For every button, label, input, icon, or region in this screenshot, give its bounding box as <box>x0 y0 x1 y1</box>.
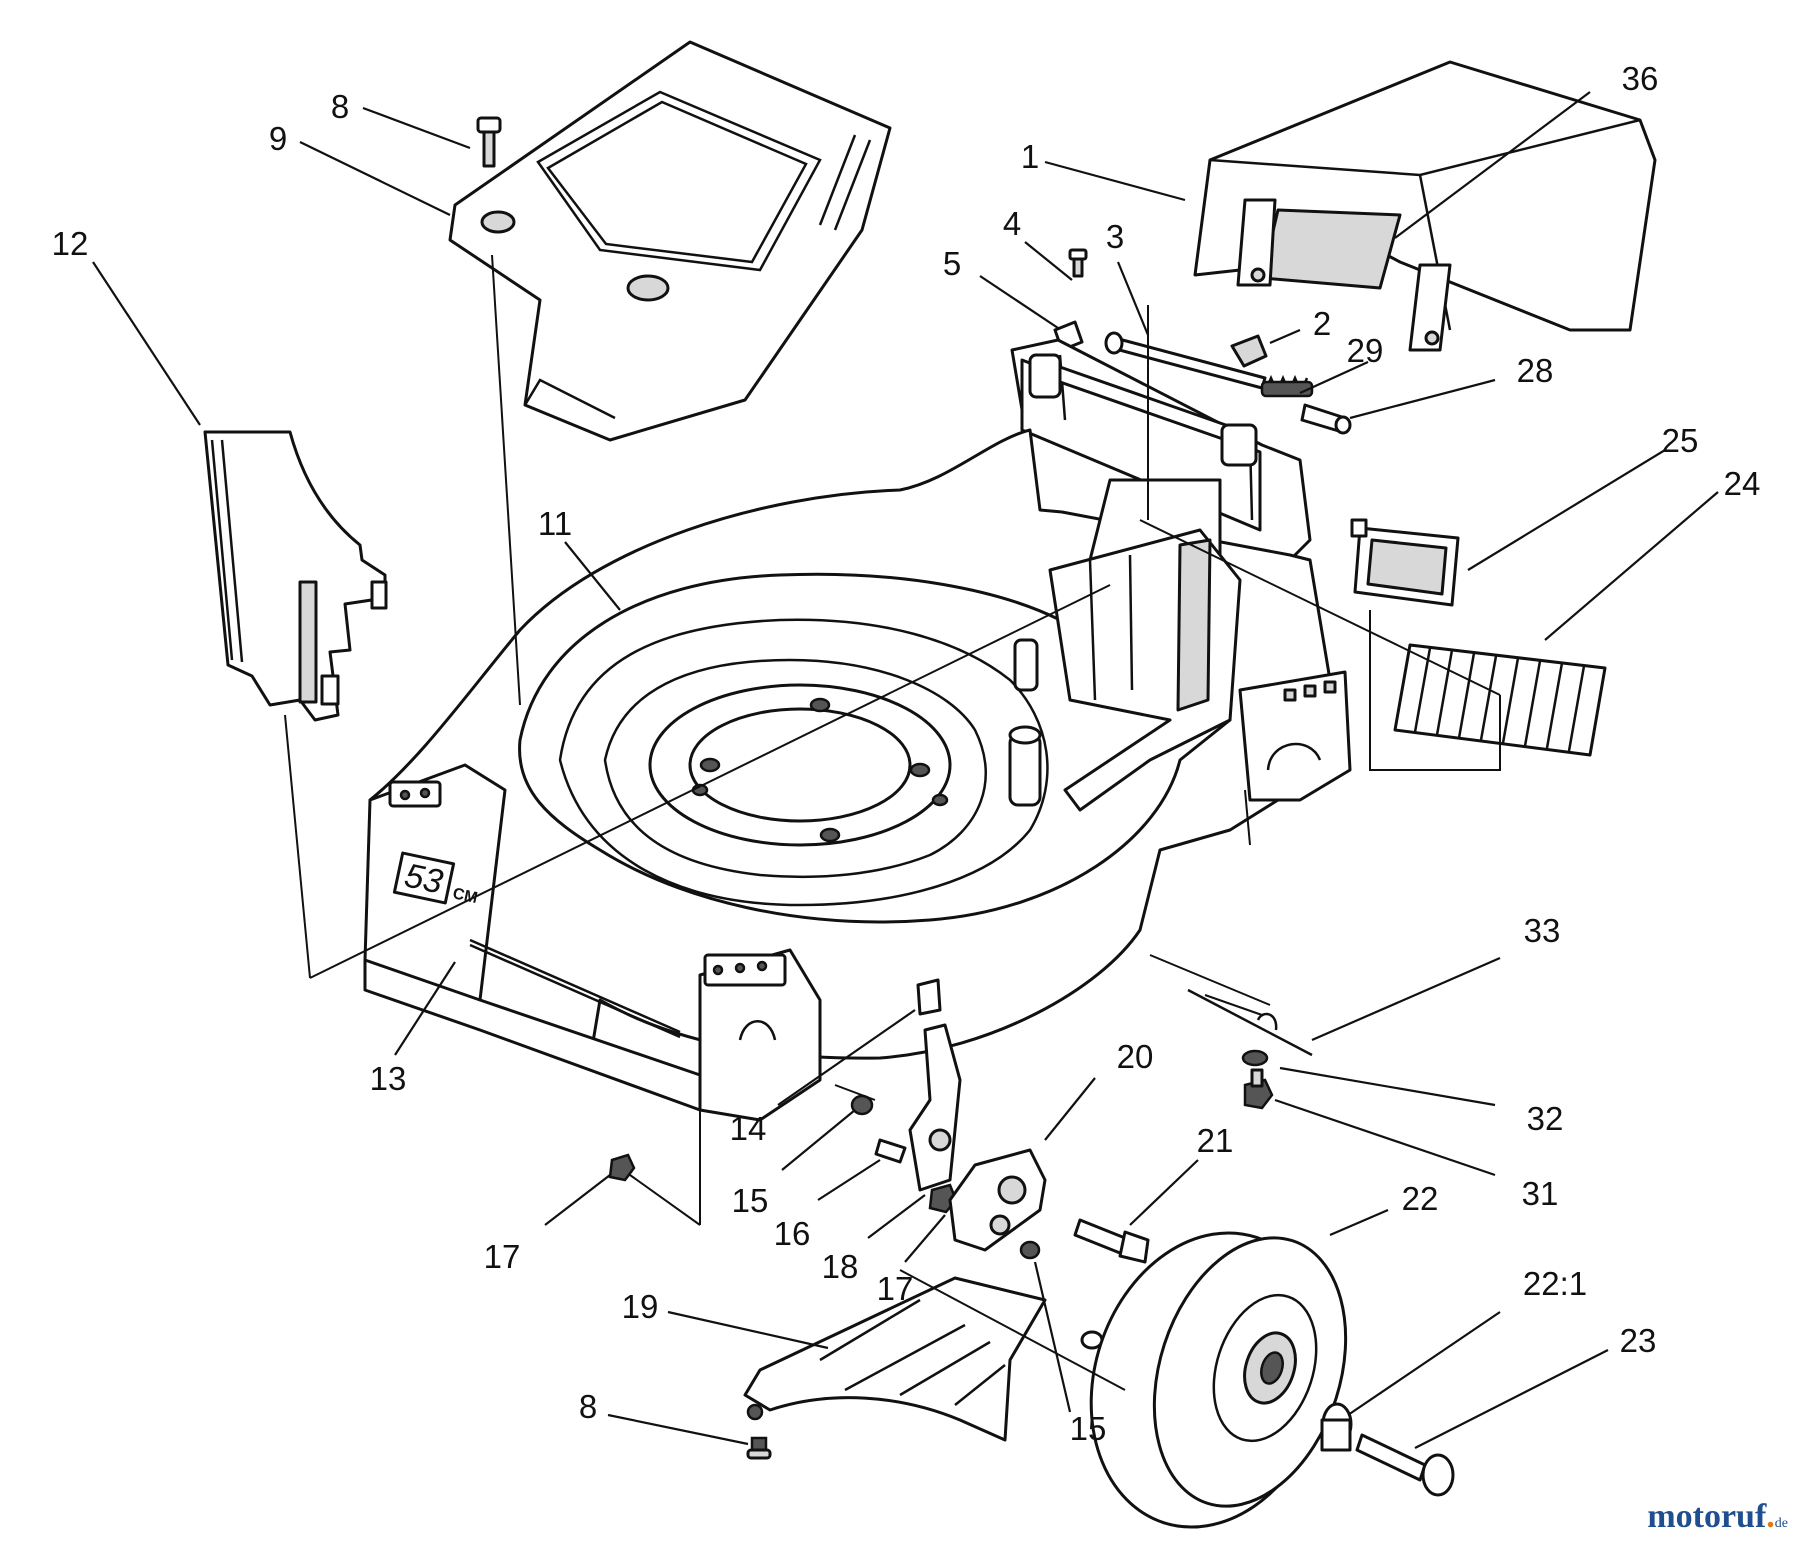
callout-11: 11 <box>538 505 572 542</box>
part-36-bag-top <box>1193 60 1657 352</box>
callout-23: 23 <box>1620 1322 1657 1359</box>
watermark-tld: de <box>1774 1516 1788 1531</box>
part-8-bolt-bottom <box>746 1436 772 1460</box>
callout-36: 36 <box>1622 60 1659 97</box>
part-23-axle-bolt <box>1355 1433 1455 1497</box>
callout-24: 24 <box>1724 465 1761 502</box>
part-9-rear-door <box>448 40 892 442</box>
part-15-washer-lower <box>1019 1240 1041 1260</box>
callout-8-bottom: 8 <box>579 1388 597 1425</box>
callout-17-left: 17 <box>484 1238 521 1275</box>
callout-4: 4 <box>1003 205 1021 242</box>
callout-20: 20 <box>1117 1038 1154 1075</box>
callout-5: 5 <box>943 245 961 282</box>
callout-3: 3 <box>1106 218 1124 255</box>
watermark-dot: . <box>1766 1498 1775 1535</box>
callout-25: 25 <box>1662 422 1699 459</box>
callout-15-lower: 15 <box>1070 1410 1107 1447</box>
callout-32: 32 <box>1527 1100 1564 1137</box>
callout-1: 1 <box>1021 138 1039 175</box>
part-20-wheel-adjuster <box>948 1148 1047 1252</box>
callout-13: 13 <box>370 1060 407 1097</box>
part-16-bolt <box>874 1138 907 1164</box>
part-5-bracket <box>1053 248 1088 352</box>
part-3-rod <box>1104 331 1267 390</box>
callout-18: 18 <box>822 1248 859 1285</box>
deck-width-unit: CM <box>451 885 479 907</box>
callouts: 36 1 8 9 12 4 3 5 2 29 28 25 24 11 33 13… <box>52 60 1761 1447</box>
part-28-pin <box>1300 403 1352 435</box>
part-21-axle-bolt <box>1073 1218 1150 1264</box>
part-14-clip <box>916 978 942 1016</box>
callout-19: 19 <box>622 1288 659 1325</box>
callout-8-top: 8 <box>331 88 349 125</box>
part-33-spring-wire <box>1187 988 1313 1057</box>
callout-17-mid: 17 <box>877 1270 914 1307</box>
part-11-deck: 53 CM <box>363 338 1352 1122</box>
part-12-side-plate <box>203 430 388 722</box>
part-22-1-bushing <box>1320 1402 1353 1452</box>
callout-15-upper: 15 <box>732 1182 769 1219</box>
callout-14: 14 <box>730 1110 767 1147</box>
part-2-clip <box>1230 334 1268 368</box>
watermark-main: motoruf <box>1647 1498 1767 1535</box>
callout-9: 9 <box>269 120 287 157</box>
callout-2: 2 <box>1313 305 1331 342</box>
callout-28: 28 <box>1517 352 1554 389</box>
callout-33: 33 <box>1524 912 1561 949</box>
part-32-washer <box>1241 1049 1269 1067</box>
callout-21: 21 <box>1197 1122 1234 1159</box>
callout-31: 31 <box>1522 1175 1559 1212</box>
callout-22: 22 <box>1402 1180 1439 1217</box>
deck-width-label: 53 <box>401 856 446 901</box>
part-18-height-plate <box>908 1023 962 1192</box>
callout-16: 16 <box>774 1215 811 1252</box>
part-17-nut-left <box>608 1153 636 1182</box>
part-29-spring <box>1260 374 1314 398</box>
callout-29: 29 <box>1347 332 1384 369</box>
part-8-bolt-top <box>476 116 502 168</box>
part-22-wheel <box>1089 1231 1348 1529</box>
leader-lines <box>92 91 1719 1449</box>
part-25-plate <box>1350 518 1460 607</box>
assembly-guides <box>284 254 1501 1391</box>
part-19-rear-shield <box>743 1276 1104 1442</box>
callout-22-1: 22:1 <box>1523 1265 1587 1302</box>
callout-12: 12 <box>52 225 89 262</box>
watermark-logo: motoruf.de <box>1647 1498 1788 1536</box>
part-31-nut <box>1243 1068 1274 1110</box>
